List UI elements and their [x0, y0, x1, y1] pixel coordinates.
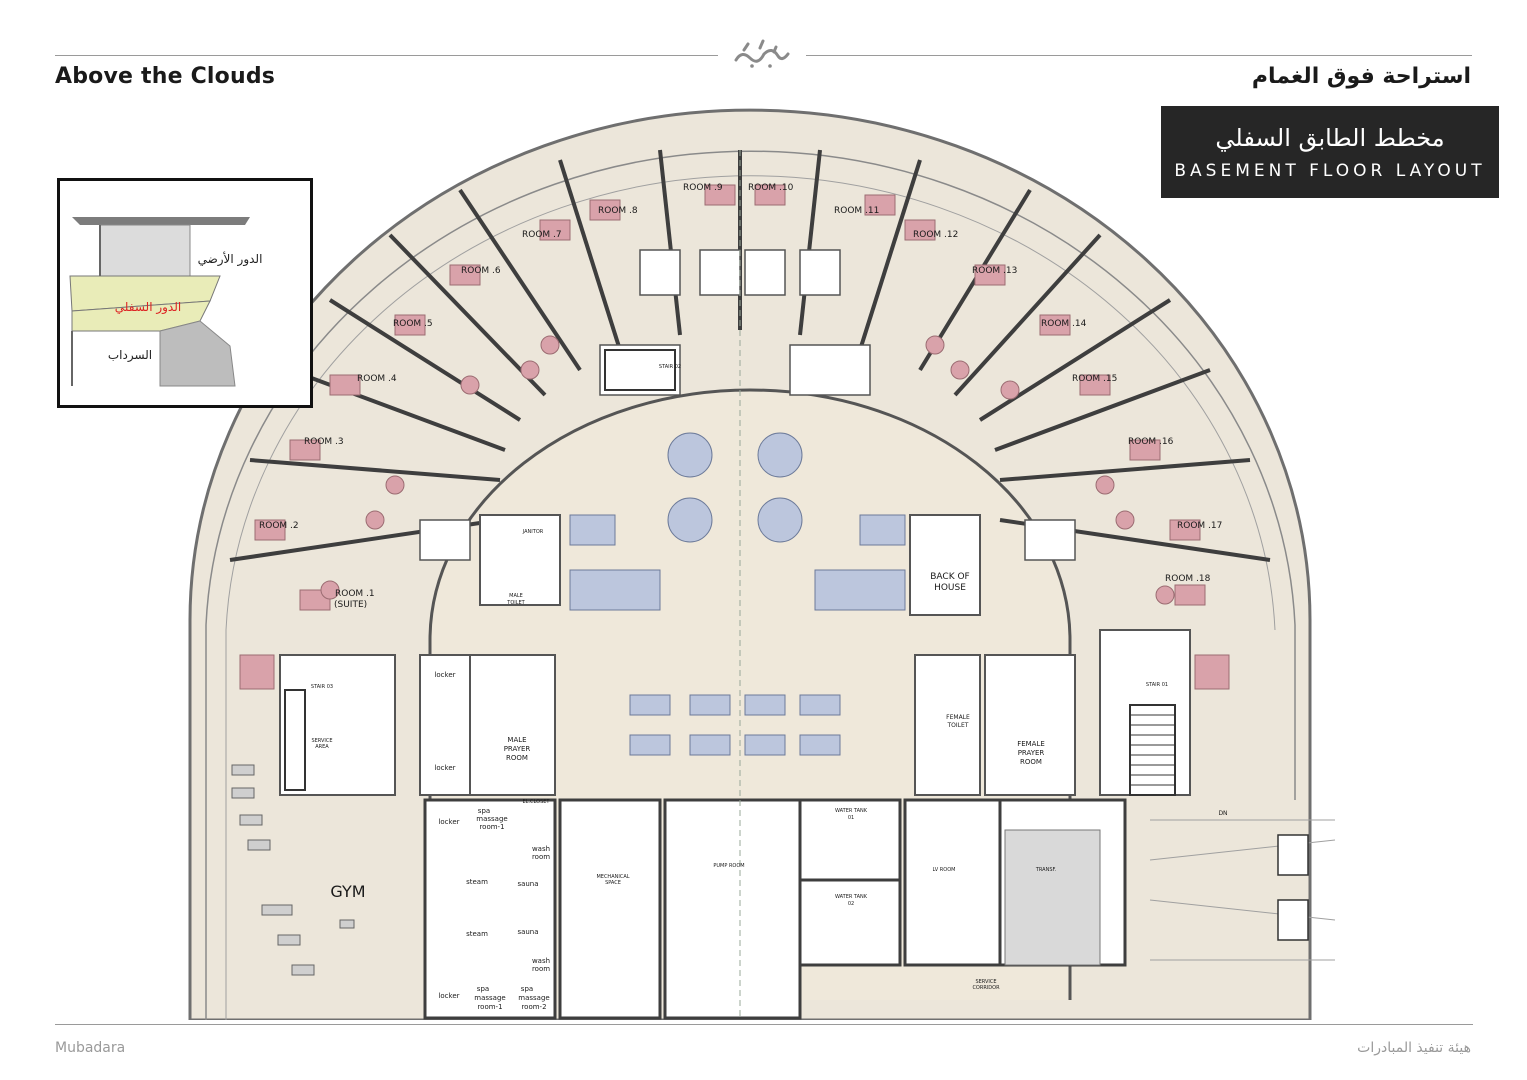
water-tank-1b: 01 [848, 815, 854, 821]
spa-2-3: room-2 [521, 1003, 546, 1011]
steam-1: steam [466, 878, 488, 886]
boh-label-1: BACK OF [930, 572, 969, 582]
female-prayer-1: FEMALE [1017, 740, 1045, 748]
spa-1a-1: spa [478, 807, 490, 815]
service-area-2: AREA [315, 744, 329, 750]
spa-1a-2: massage [476, 815, 507, 823]
mechanical-2: SPACE [605, 880, 621, 886]
spa-1a-3: room-1 [479, 823, 504, 831]
female-toilet-2: TOILET [947, 722, 969, 729]
room-18-label: ROOM .18 [1165, 574, 1211, 584]
room-7-label: ROOM .7 [522, 230, 562, 240]
service-corridor-2: CORRIDOR [972, 985, 1000, 991]
el-closet-label: EL.CLOSET [523, 799, 551, 805]
section-inset: الدور الأرضي الدور السفلي السرداب [57, 178, 313, 408]
title-ar: استراحة فوق الغمام [1251, 64, 1471, 89]
service-corridor-1: SERVICE [975, 979, 996, 985]
female-toilet-1: FEMALE [946, 714, 970, 721]
inset-ground-floor: الدور الأرضي [198, 251, 263, 267]
male-toilet-2: TOILET [506, 600, 525, 606]
room-13-label: ROOM .13 [972, 266, 1017, 276]
pump-room-label: PUMP ROOM [713, 863, 744, 869]
footer-brand-en: Mubadara [55, 1040, 126, 1056]
spa-1b-2: massage [474, 994, 505, 1002]
male-prayer-1: MALE [507, 736, 526, 744]
water-tank-2b: 02 [848, 901, 854, 907]
stair-03-label: STAIR 03 [311, 684, 333, 690]
room-11-label: ROOM .11 [834, 206, 879, 216]
layout-title-badge: مخطط الطابق السفلي BASEMENT FLOOR LAYOUT [1161, 106, 1499, 198]
room-9-label: ROOM .9 [683, 183, 723, 193]
room-16-label: ROOM .16 [1128, 437, 1174, 447]
floor-plan: ROOM .9 ROOM .10 ROOM .8 ROOM .11 ROOM .… [188, 108, 1336, 1020]
stair-02-label: STAIR 02 [659, 364, 681, 370]
room-5-label: ROOM .5 [393, 319, 433, 329]
locker-label-2: locker [434, 764, 455, 772]
spa-2-2: massage [518, 994, 549, 1002]
room-2-label: ROOM .2 [259, 521, 299, 531]
title-en: Above the Clouds [55, 64, 276, 89]
room-14-label: ROOM .14 [1041, 319, 1087, 329]
mubadara-logo [734, 39, 790, 68]
spa-1b-1: spa [477, 985, 489, 993]
female-prayer-3: ROOM [1020, 758, 1042, 766]
room-4-label: ROOM .4 [357, 374, 397, 384]
water-tank-2a: WATER TANK [835, 894, 868, 900]
lv-room-label: LV ROOM [933, 867, 956, 873]
dn-label: DN [1218, 810, 1227, 817]
room-1-label: ROOM .1 [335, 589, 375, 599]
section-drawing: الدور الأرضي الدور السفلي السرداب [60, 181, 310, 405]
room-3-label: ROOM .3 [304, 437, 344, 447]
footer-brand-ar: هيئة تنفيذ المبادرات [1357, 1040, 1471, 1056]
locker-label-1: locker [434, 671, 455, 679]
room-17-label: ROOM .17 [1177, 521, 1222, 531]
inset-lower-floor: الدور السفلي [115, 300, 181, 315]
stair-01-label: STAIR 01 [1146, 682, 1168, 688]
water-tank-1a: WATER TANK [835, 808, 868, 814]
boh-label-2: HOUSE [934, 583, 966, 593]
room-12-label: ROOM .12 [913, 230, 958, 240]
room-1-suite-label: (SUITE) [334, 600, 367, 610]
room-6-label: ROOM .6 [461, 266, 501, 276]
wash-2a: wash [532, 957, 550, 965]
sauna-2: sauna [517, 928, 538, 936]
steam-2: steam [466, 930, 488, 938]
wash-2b: room [532, 965, 550, 973]
layout-title-en: BASEMENT FLOOR LAYOUT [1174, 161, 1486, 181]
service-area-1: SERVICE [311, 738, 332, 744]
inset-basement: السرداب [108, 348, 152, 363]
spa-1b-3: room-1 [477, 1003, 502, 1011]
gym-label: GYM [330, 882, 365, 901]
janitor-label: JANITOR [522, 529, 544, 535]
male-prayer-2: PRAYER [504, 745, 531, 753]
sauna-1: sauna [517, 880, 538, 888]
header-rule-right [806, 55, 1472, 56]
male-prayer-3: ROOM [506, 754, 528, 762]
layout-title-ar: مخطط الطابق السفلي [1215, 124, 1445, 152]
locker-label-4: locker [438, 992, 459, 1000]
wash-1b: room [532, 853, 550, 861]
room-15-label: ROOM .15 [1072, 374, 1117, 384]
room-10-label: ROOM .10 [748, 183, 794, 193]
female-prayer-2: PRAYER [1018, 749, 1045, 757]
header-rule-left [55, 55, 718, 56]
transf-label: TRANSF. [1035, 867, 1057, 873]
wash-1a: wash [532, 845, 550, 853]
spa-2-1: spa [521, 985, 533, 993]
room-8-label: ROOM .8 [598, 206, 638, 216]
footer-rule [55, 1024, 1473, 1025]
mechanical-1: MECHANICAL [596, 874, 629, 880]
locker-label-3: locker [438, 818, 459, 826]
male-toilet-1: MALE [509, 593, 523, 599]
